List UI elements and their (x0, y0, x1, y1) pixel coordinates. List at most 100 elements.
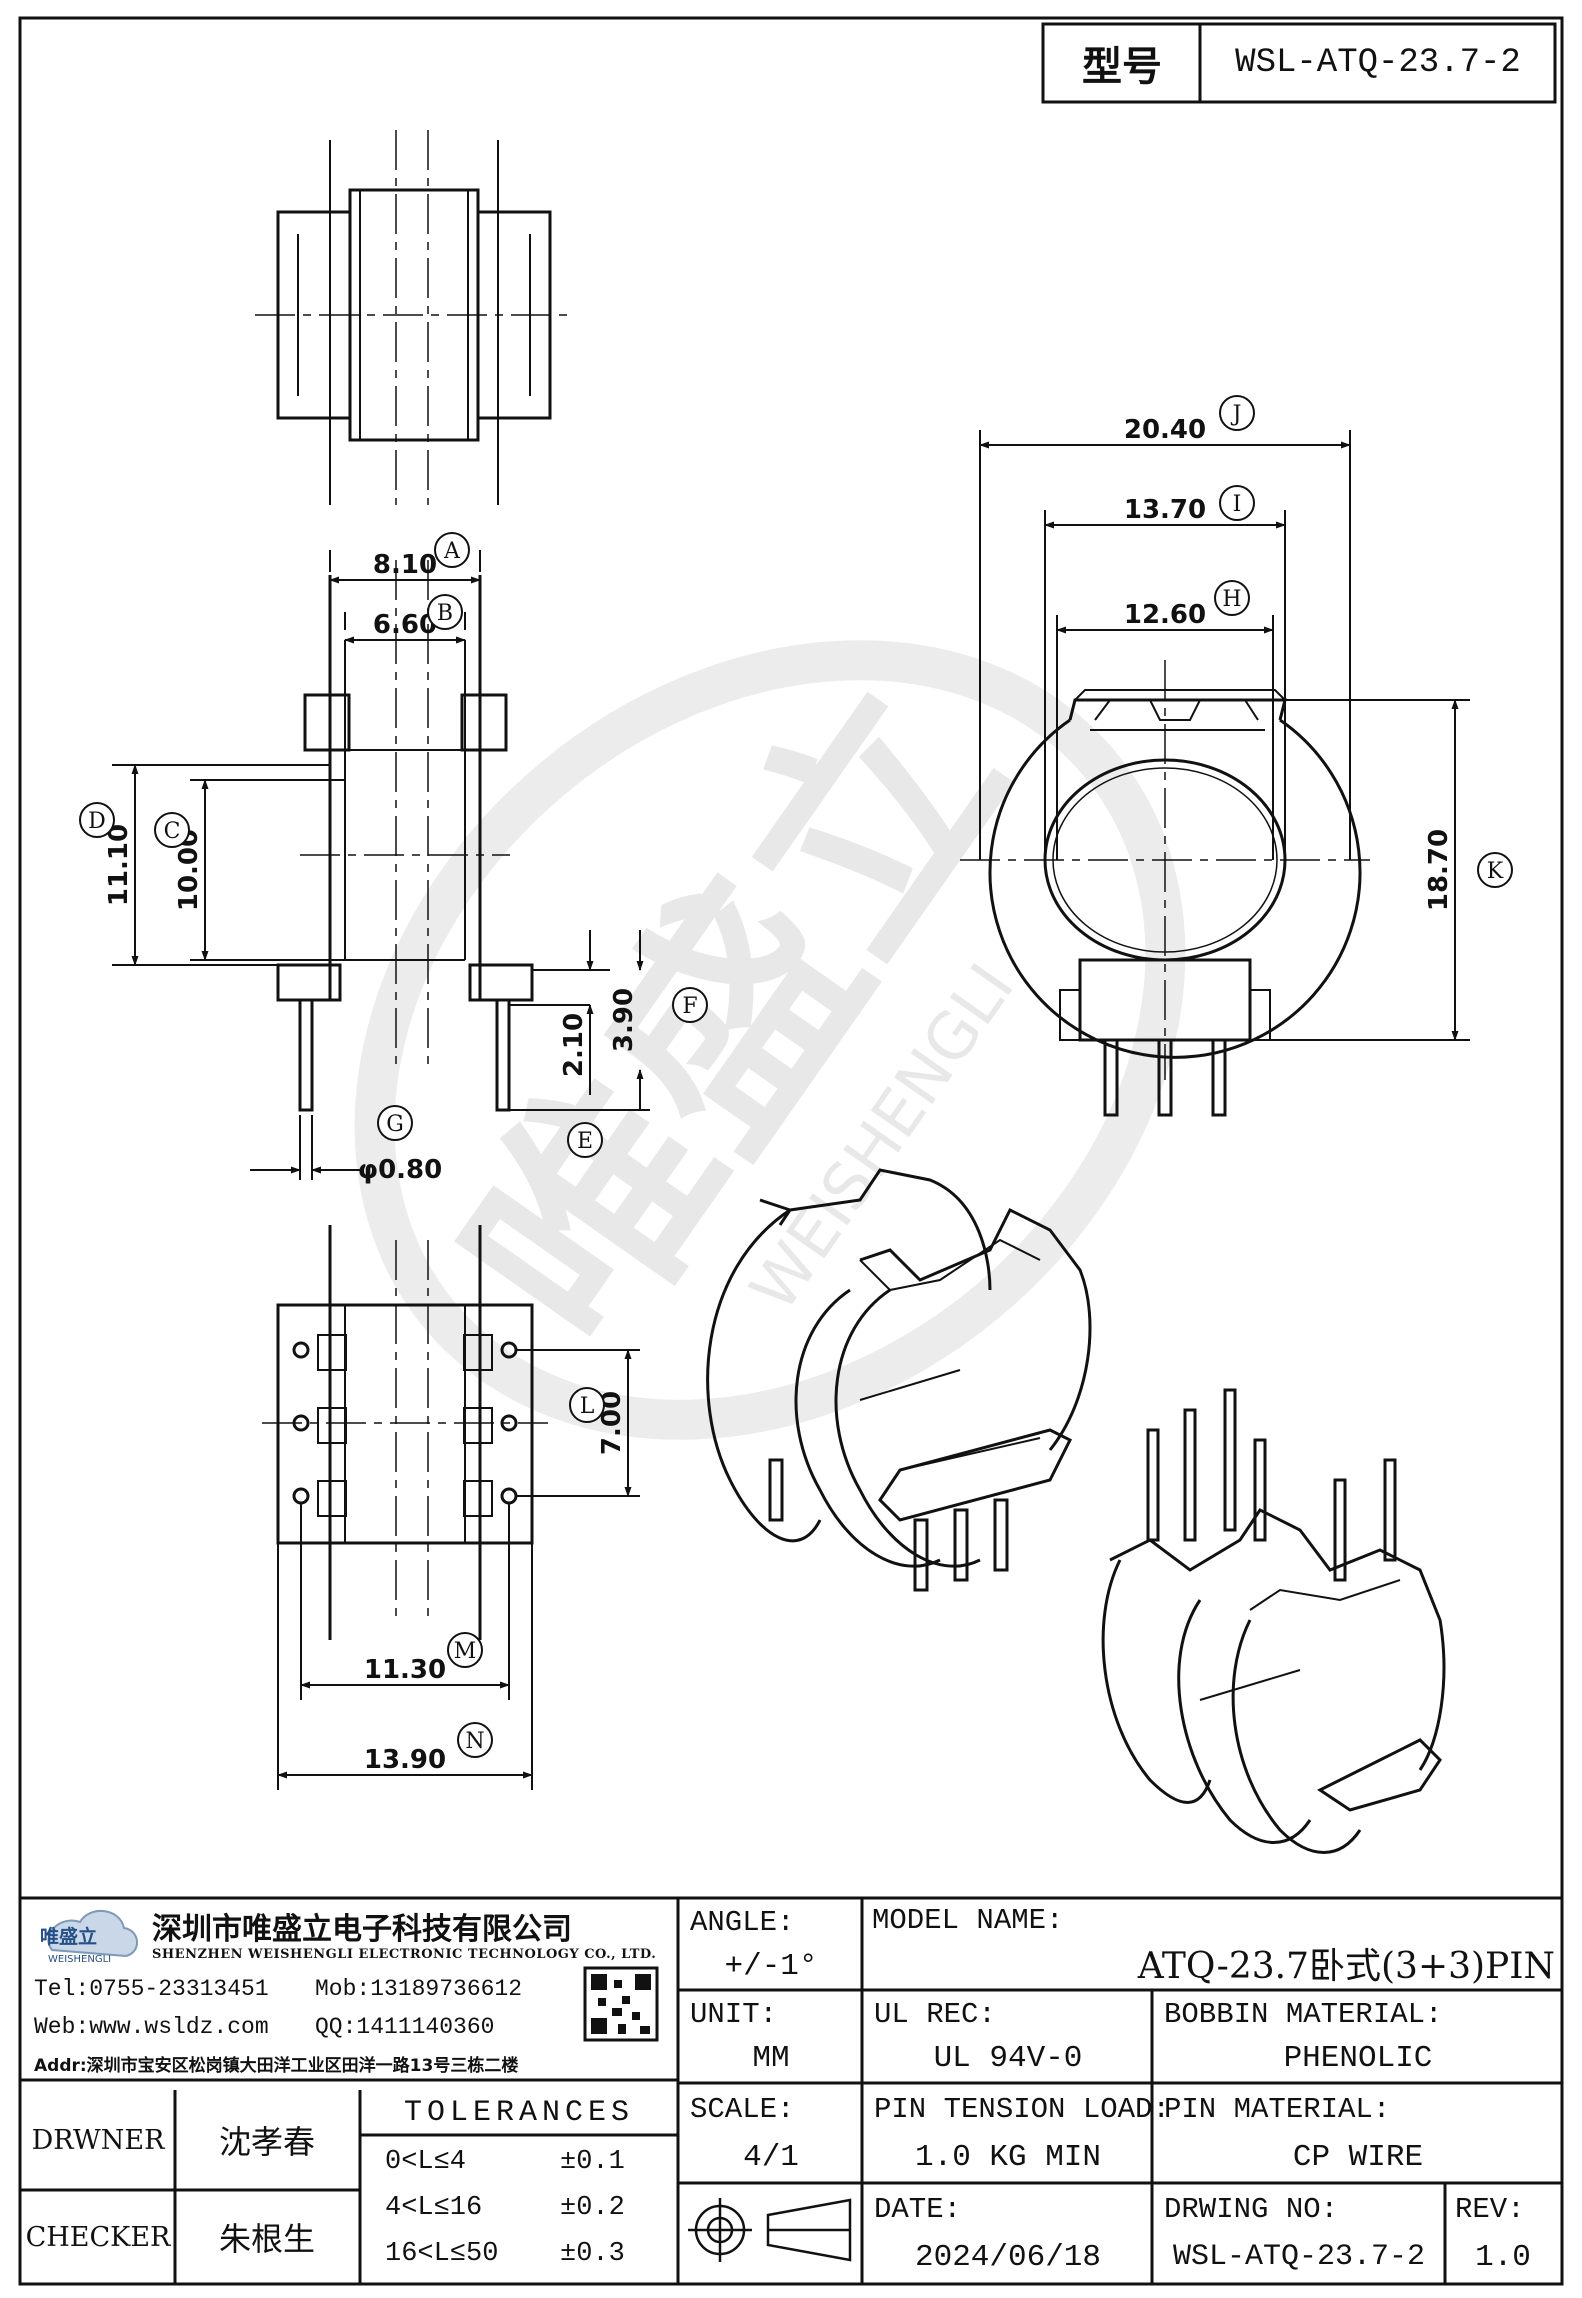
dimension-a: 8.10 (373, 550, 437, 580)
dimension-n: 13.90 (364, 1745, 446, 1775)
date-label: DATE: (874, 2192, 962, 2226)
ul-rec-label: UL REC: (874, 1997, 996, 2031)
callout-letter-n: N (465, 1729, 484, 1754)
company-web: Web:www.wsldz.com (34, 2014, 269, 2040)
title-block-grid (20, 1896, 1562, 2284)
callout-letter-j: J (1231, 402, 1242, 427)
callout-letter-d: D (88, 809, 106, 834)
top-view (255, 130, 575, 505)
rev-label: REV: (1455, 2192, 1525, 2226)
callout-letter-e: E (577, 1129, 593, 1154)
pin-material-value: CP WIRE (1292, 2139, 1424, 2175)
qr-code (583, 1966, 659, 2042)
company-logo-icon (47, 1909, 138, 1958)
side-view-dimensions (979, 430, 1470, 1041)
drawer-label: DRWNER (31, 2124, 165, 2156)
drawing-frame (18, 16, 1564, 2286)
drawer-name: 沈孝春 (218, 2123, 315, 2161)
angle-label: ANGLE: (690, 1905, 795, 1939)
pin-tension-label: PIN TENSION LOAD: (874, 2092, 1170, 2126)
company-qq: QQ:1411140360 (315, 2014, 495, 2040)
dimension-d: 11.10 (104, 824, 134, 906)
callout-circle-f (672, 987, 708, 1023)
pin-material-label: PIN MATERIAL: (1164, 2092, 1391, 2126)
callout-letter-h: H (1222, 587, 1241, 612)
callout-circle-l (569, 1387, 605, 1423)
callout-letter-f: F (682, 994, 697, 1019)
part-number: WSL-ATQ-23.7-2 (1235, 44, 1521, 82)
type-label: 型号 (1082, 44, 1162, 90)
callout-circle-e (567, 1122, 603, 1158)
dimension-f: 3.90 (609, 988, 639, 1052)
model-name-label: MODEL NAME: (872, 1903, 1064, 1937)
callout-letter-i: I (1233, 492, 1242, 517)
dimension-m: 11.30 (364, 1655, 446, 1685)
dimension-g: φ0.80 (358, 1155, 443, 1185)
company-tel: Tel:0755-23313451 (34, 1976, 269, 2002)
date-value: 2024/06/18 (914, 2239, 1102, 2275)
rev-value: 1.0 (1475, 2239, 1531, 2275)
tolerance-value: ±0.2 (560, 2193, 625, 2223)
tolerance-value: ±0.3 (560, 2239, 625, 2269)
front-view-dimensions (112, 550, 650, 1180)
callout-circle-g (377, 1105, 413, 1141)
drawing-no-value: WSL-ATQ-23.7-2 (1172, 2240, 1426, 2274)
dimension-j: 20.40 (1124, 415, 1206, 445)
ul-rec-value: UL 94V-0 (933, 2040, 1083, 2076)
side-view (960, 660, 1370, 1117)
drawing-no-label: DRWING NO: (1164, 2192, 1339, 2226)
callout-letter-m: M (454, 1639, 477, 1664)
isometric-view-bottom (1101, 1388, 1446, 1854)
isometric-view-top (706, 1168, 1092, 1592)
unit-label: UNIT: (690, 1997, 778, 2031)
callout-letter-a: A (443, 539, 461, 564)
callout-circle-n (457, 1722, 493, 1758)
dimension-h: 12.60 (1124, 600, 1206, 630)
tolerance-range: 4<L≤16 (385, 2193, 483, 2223)
tolerance-range: 0<L≤4 (385, 2147, 467, 2177)
dimension-e: 2.10 (559, 1013, 589, 1077)
bottom-view-dimensions (277, 1349, 640, 1790)
bobbin-material-label: BOBBIN MATERIAL: (1164, 1997, 1443, 2031)
callout-circle-m (447, 1632, 483, 1668)
callout-circle-b (427, 594, 463, 630)
pin-tension-value: 1.0 KG MIN (914, 2139, 1102, 2175)
dimension-b: 6.60 (373, 610, 437, 640)
callout-circle-k (1477, 852, 1513, 888)
model-name-value: ATQ-23.7卧式(3+3)PIN (1137, 1946, 1555, 1987)
bottom-view (262, 1225, 548, 1640)
front-view (276, 560, 534, 1112)
dimension-k: 18.70 (1424, 829, 1454, 911)
unit-value: MM (752, 2040, 790, 2076)
scale-label: SCALE: (690, 2092, 795, 2126)
projection-symbol (688, 2198, 852, 2262)
company-name-cn: 深圳市唯盛立电子科技有限公司 (152, 1912, 572, 1947)
callout-circle-a (434, 532, 470, 568)
callout-letter-l: L (580, 1394, 595, 1419)
callout-circle-c (154, 812, 190, 848)
angle-value: +/-1° (724, 1948, 818, 1984)
callout-letter-g: G (386, 1112, 404, 1137)
callout-letter-k: K (1487, 859, 1504, 884)
company-name-en: SHENZHEN WEISHENGLI ELECTRONIC TECHNOLOG… (152, 1946, 657, 1962)
checker-name: 朱根生 (218, 2220, 315, 2258)
tolerances-title: TOLERANCES (403, 2096, 635, 2130)
scale-value: 4/1 (743, 2139, 799, 2175)
logo-text: 唯盛立 (40, 1925, 98, 1948)
callout-circle-j (1219, 395, 1255, 431)
callout-letter-c: C (164, 819, 181, 844)
logo-subtext: WEISHENGLI (48, 1953, 112, 1965)
company-address: Addr:深圳市宝安区松岗镇大田洋工业区田洋一路13号三栋二楼 (34, 2055, 519, 2076)
callout-letter-b: B (437, 601, 453, 626)
callout-circle-i (1219, 485, 1255, 521)
company-mob: Mob:13189736612 (315, 1976, 523, 2002)
callout-circle-h (1214, 580, 1250, 616)
tolerance-value: ±0.1 (560, 2147, 625, 2177)
header-box (1041, 22, 1557, 104)
tolerance-range: 16<L≤50 (385, 2239, 499, 2269)
callout-circle-d (79, 802, 115, 838)
checker-label: CHECKER (25, 2221, 171, 2253)
bobbin-material-value: PHENOLIC (1283, 2040, 1433, 2076)
